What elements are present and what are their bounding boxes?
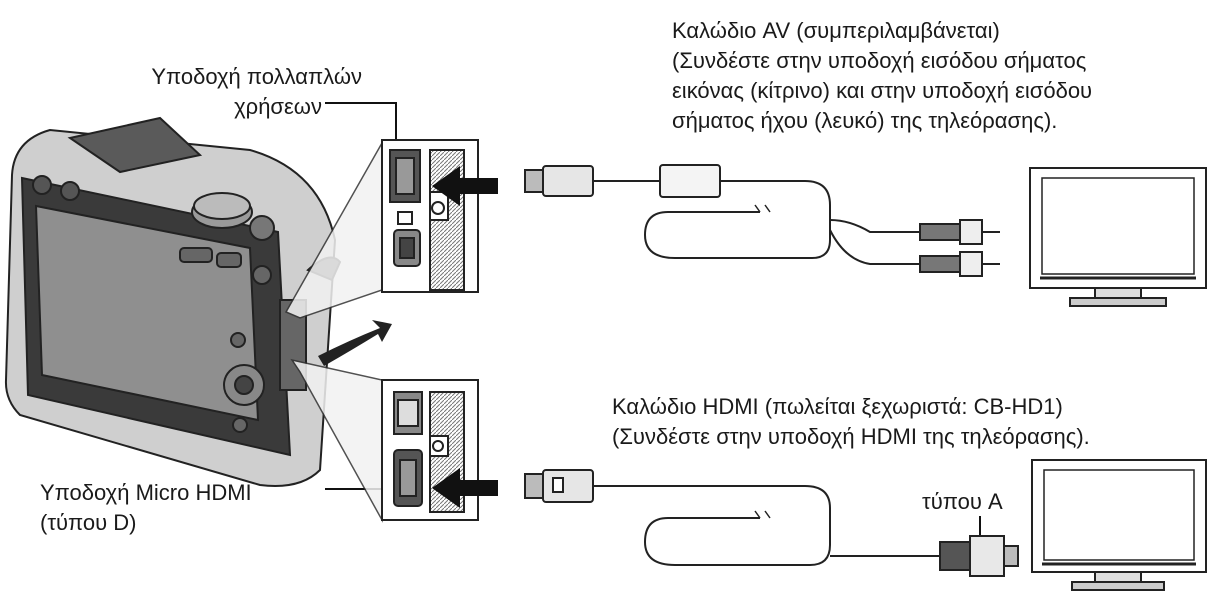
micro-hdmi-label: Υποδοχή Micro HDMI (τύπου D): [40, 478, 252, 538]
micro-hdmi-label-line-1: Υποδοχή Micro HDMI: [40, 480, 252, 505]
multi-port-label-line-1: Υποδοχή πολλαπλών: [151, 64, 362, 89]
av-cable-title: Καλώδιο AV (συμπεριλαμβάνεται): [672, 18, 1000, 43]
multi-port-label: Υποδοχή πολλαπλών χρήσεων: [40, 62, 362, 122]
micro-hdmi-port-panel: [381, 379, 479, 521]
tv-icon: [1031, 459, 1207, 591]
multi-port-label-line-2: χρήσεων: [234, 94, 322, 119]
camera-icon: [4, 116, 342, 487]
hdmi-cable-label: Καλώδιο HDMI (πωλείται ξεχωριστά: CB-HD1…: [612, 392, 1090, 452]
tv-icon: [1029, 167, 1207, 307]
arrow-right-icon: [432, 468, 498, 508]
hdmi-cable-title: Καλώδιο HDMI (πωλείται ξεχωριστά: CB-HD1…: [612, 394, 1063, 419]
av-cable-note-2: εικόνας (κίτρινο) και στην υποδοχή εισόδ…: [672, 78, 1093, 103]
type-a-text: τύπου A: [922, 489, 1003, 514]
multi-port-panel: [381, 139, 479, 293]
micro-hdmi-label-line-2: (τύπου D): [40, 510, 137, 535]
type-a-label: τύπου A: [922, 487, 1003, 517]
hdmi-cable-note: (Συνδέστε στην υποδοχή HDMI της τηλεόρασ…: [612, 424, 1090, 449]
hdmi-type-a-plug-icon: [939, 535, 1019, 577]
av-cable-note-3: σήματος ήχου (λευκό) της τηλεόρασης).: [672, 108, 1058, 133]
av-cable-label: Καλώδιο AV (συμπεριλαμβάνεται) (Συνδέστε…: [672, 16, 1092, 136]
hdmi-cable-icon: [524, 469, 940, 566]
curved-arrow-icon: [318, 320, 392, 366]
av-cable-note-1: (Συνδέστε στην υποδοχή εισόδου σήματος: [672, 48, 1087, 73]
arrow-right-icon: [432, 166, 498, 206]
rca-plug-icon: [919, 219, 1000, 277]
av-cable-icon: [524, 164, 920, 265]
